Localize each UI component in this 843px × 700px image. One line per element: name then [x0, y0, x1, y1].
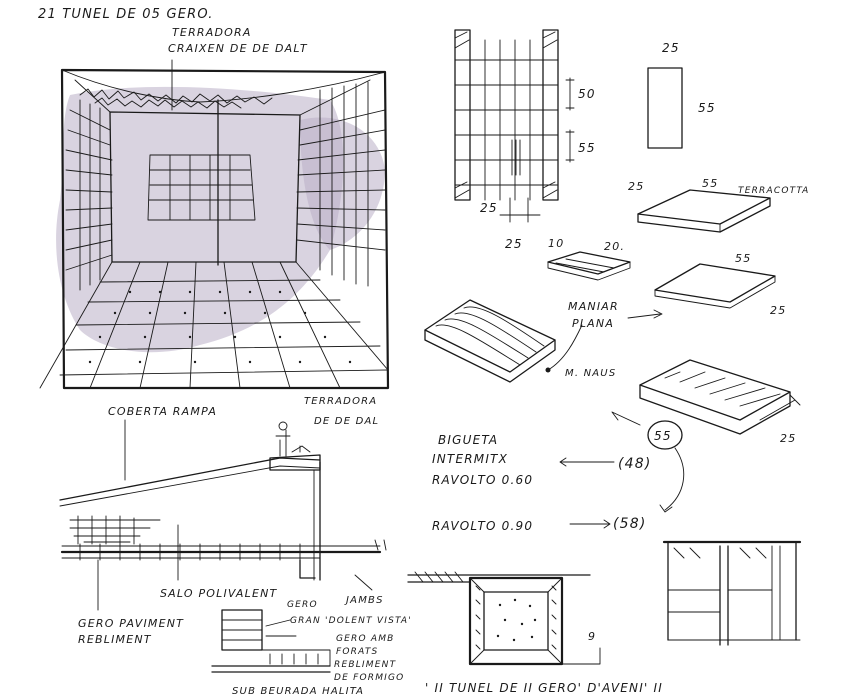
elev-row-b: 55: [578, 141, 596, 155]
detail-note-4: FORATS: [336, 647, 378, 657]
plan-mark: 9: [588, 630, 596, 643]
detail-note-1: GERO: [287, 600, 318, 610]
corrugated-panel-sketch: M. NAUS: [424, 299, 616, 383]
terrace-label-line-1: TERRADORA: [304, 396, 377, 407]
small-tile-a: 10: [548, 237, 564, 250]
structure-notes: BIGUETA INTERMITX RAVOLTO 0.60 RAVOLTO 0…: [432, 433, 533, 533]
tile-label-2: PLANA: [572, 317, 614, 330]
small-tile-b: 20.: [604, 240, 625, 253]
hall-label: SALO POLIVALENT: [160, 587, 278, 600]
wall-detail-sketch: GERO GRAN 'DOLENT VISTA' GERO AMB FORATS…: [211, 600, 412, 697]
elev-row-a: 50: [578, 87, 596, 101]
lilac-wash: [56, 86, 344, 353]
tile-label-1: MANIAR: [568, 300, 619, 313]
detail-note-5: REBLIMENT: [334, 660, 397, 670]
block-height: 55: [698, 101, 716, 115]
circle-top: 55: [654, 429, 672, 443]
ceiling-note-line-2: CRAIXEN DE DE DALT: [168, 42, 308, 55]
tile-a-width: 25: [628, 180, 644, 193]
terrace-label-line-2: DE DE DAL: [314, 416, 379, 427]
small-tile-sketch: 10 20. MANIAR PLANA: [547, 237, 663, 330]
tile-c-length: 55: [735, 252, 751, 265]
floor-label-line-2: REBLIMENT: [78, 633, 152, 646]
structure-line-2: INTERMITX: [432, 452, 508, 466]
circle-mid: (48): [618, 456, 652, 472]
structure-line-1: BIGUETA: [438, 433, 498, 447]
detail-note-bottom: SUB BEURADA HALITA: [232, 686, 364, 697]
floor-label-line-1: GERO PAVIMENT: [78, 617, 184, 630]
frame-outline: [60, 68, 390, 390]
beam-note: M. NAUS: [565, 368, 616, 379]
dimension-circles: 55 (48) (58): [559, 411, 685, 532]
beam-depth: 25: [780, 432, 796, 445]
tile-a-label: TERRACOTTA: [738, 186, 810, 196]
detail-note-6: DE FORMIGO: [334, 673, 404, 683]
floor-dots: [88, 290, 352, 364]
tile-c-depth: 25: [770, 304, 786, 317]
ceiling-note-line-1: TERRADORA: [172, 26, 252, 39]
tile-a-length: 55: [702, 177, 718, 190]
lilac-wash-right: [300, 117, 385, 250]
brick-grid-elevation: 50 55 25 25: [454, 29, 596, 251]
terracotta-tile-sketch: 25 55 TERRACOTTA: [628, 177, 810, 233]
block-width: 25: [662, 41, 680, 55]
footer-caption: ' II TUNEL DE II GERO' D'AVENI' II: [425, 681, 663, 695]
roof-label: COBERTA RAMPA: [108, 405, 217, 418]
circle-bottom: (58): [613, 516, 647, 532]
structure-line-4: RAVOLTO 0.90: [432, 519, 533, 533]
building-section-sketch: COBERTA RAMPA TERRADORA DE DE DAL SALO P…: [59, 396, 387, 646]
beam-tile-sketch: 25: [639, 359, 801, 445]
detail-note-3: GERO AMB: [336, 634, 395, 644]
tile-c-sketch: 55 25: [654, 252, 786, 317]
elev-gap: 25: [505, 237, 523, 251]
block-elevation-sketch: 25 55: [647, 41, 716, 149]
tunnel-perspective-sketch: TERRADORA CRAIXEN DE DE DALT: [39, 26, 390, 390]
structure-line-3: RAVOLTO 0.60: [432, 473, 533, 487]
page-title: 21 TUNEL DE 05 GERO.: [38, 7, 214, 22]
right-label: JAMBS: [344, 595, 384, 606]
door-elevation-sketch: [662, 540, 802, 646]
plan-detail-sketch: 9: [407, 571, 601, 666]
detail-note-2: GRAN 'DOLENT VISTA': [290, 616, 412, 626]
elev-width: 25: [480, 201, 498, 215]
